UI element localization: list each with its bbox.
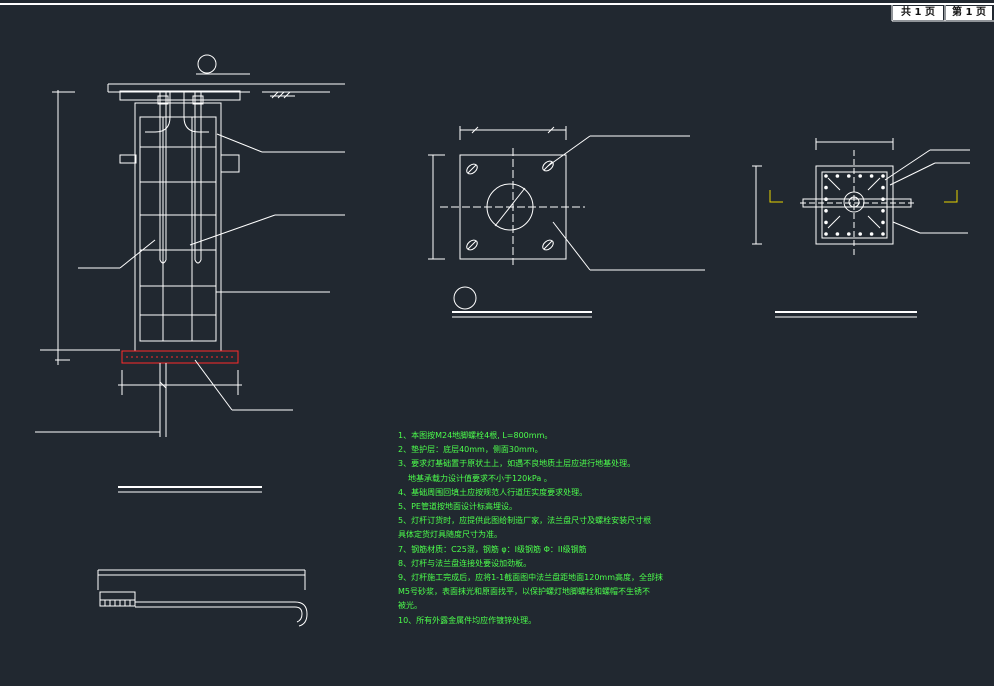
note-7: 7、钢筋材质：C25混，钢筋 φ：I级钢筋 Φ：II级钢筋 (398, 544, 587, 554)
rebar-dot (824, 220, 828, 225)
rebar-dots (824, 174, 885, 236)
rebar-dot (881, 174, 885, 178)
rebar-dot (824, 232, 828, 236)
rebar-dot (835, 232, 840, 236)
page-number-cell: 第 1 页 (946, 6, 992, 20)
rebar-dot (869, 232, 874, 236)
note-5: 5、PE管道按地面设计标高埋设。 (398, 502, 517, 512)
rebar-dot (881, 232, 885, 236)
rebar-dot (847, 174, 851, 178)
rebar-dot (824, 185, 828, 190)
rebar-dot (881, 220, 885, 225)
rebar-dot (881, 185, 885, 190)
note-6-cont: 具体定货灯具随度尺寸为准。 (398, 530, 502, 540)
rebar-dot (847, 232, 851, 236)
design-notes: 1、本图按M24地脚螺栓4根, L=800mm。 2、垫护层：底层40mm，侧面… (398, 429, 664, 628)
note-8: 8、灯杆与法兰盘连接处要设加劲板。 (398, 558, 532, 568)
note-3: 3、要求灯基础置于原状土上，如遇不良地质土层应进行地基处理。 (398, 459, 636, 469)
note-2: 2、垫护层：底层40mm，侧面30mm。 (398, 445, 543, 455)
foundation-cross-section (752, 138, 970, 255)
flange-plate-plan (428, 126, 705, 310)
note-3-cont: 地基承载力设计值要求不小于120kPa 。 (408, 473, 552, 483)
rebar-dot (835, 174, 840, 178)
rebar-dot (858, 174, 862, 178)
note-1: 1、本图按M24地脚螺栓4根, L=800mm。 (398, 431, 553, 440)
rebar-dot (869, 174, 874, 178)
section-mark-left (769, 190, 783, 203)
rebar-dot (858, 232, 862, 236)
section-mark-right (944, 190, 958, 203)
foundation-elevation (35, 54, 345, 437)
note-10: 10、所有外露金属件均应作镀锌处理。 (398, 615, 537, 625)
rebar-dot (824, 197, 828, 201)
rebar-hook-detail (97, 569, 308, 627)
note-9: 9、灯杆施工完成后，应将1-1截面图中法兰盘距地面120mm高度，全部抹 (398, 573, 664, 583)
rebar-dot (824, 174, 828, 178)
note-9-cont: M5号砂浆，表面抹光和原面找平，以保护螺灯地脚螺栓和螺帽不生锈不 (398, 587, 650, 597)
note-4: 4、基础周围回填土应按规范人行道压实度要求处理。 (398, 487, 588, 497)
total-pages-cell: 共 1 页 (893, 6, 943, 20)
note-6: 5、灯杆订货时，应提供此图给制造厂家，法兰盘尺寸及螺栓安装尺寸根 (398, 516, 652, 526)
note-9-cont2: 被光。 (398, 601, 422, 611)
rebar-dot (881, 197, 885, 201)
rebar-dot (824, 209, 828, 213)
rebar-dot (881, 209, 885, 213)
